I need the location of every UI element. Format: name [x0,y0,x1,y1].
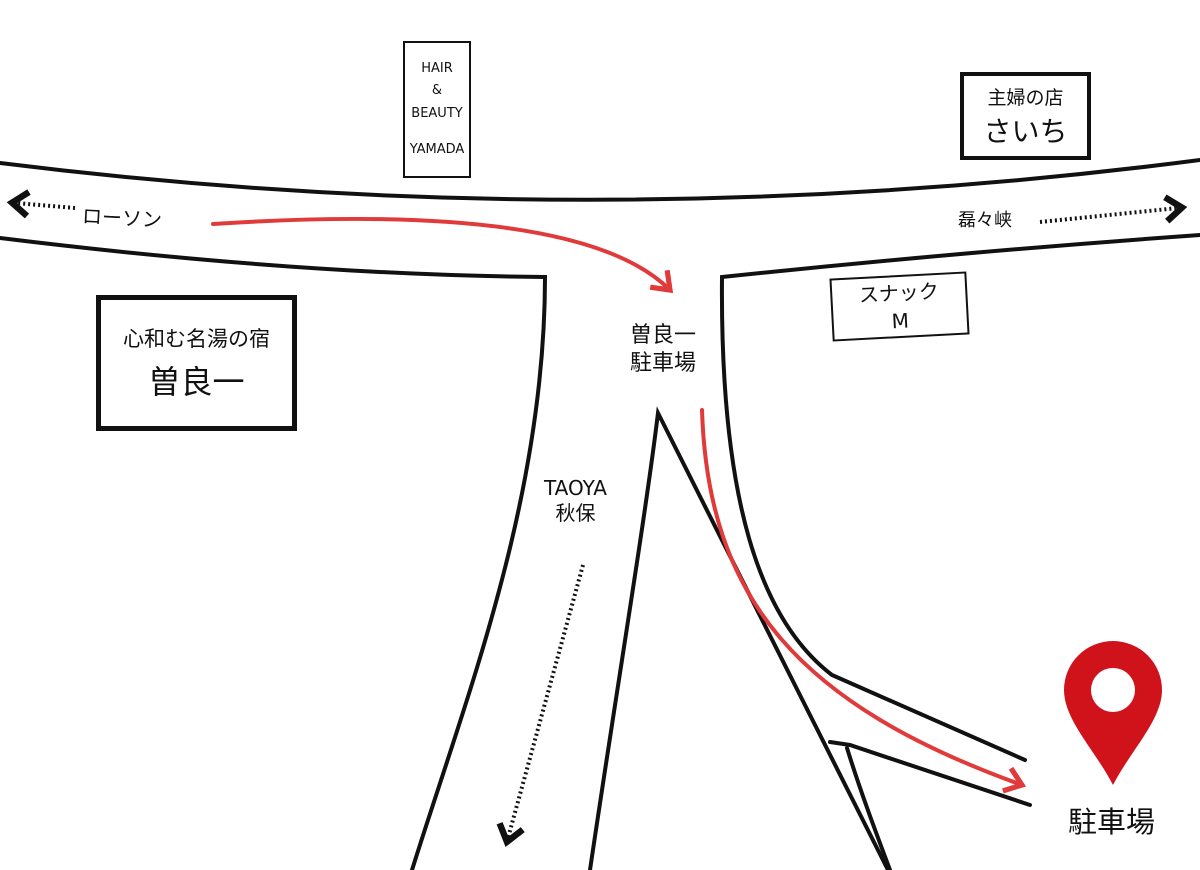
hair-salon-line1: HAIR [421,61,453,77]
saichi-subtitle: 主婦の店 [987,86,1064,109]
west-direction-arrow [6,189,76,219]
snack-line2: M [890,308,910,333]
route-line-to-junction [211,216,674,294]
junction-parking-label: 曽良一 駐車場 [630,322,696,377]
south-label-line2: 秋保 [555,501,596,525]
south-direction-label: TAOYA 秋保 [544,476,607,526]
east-direction-label: 磊々峡 [958,210,1012,231]
junction-parking-line1: 曽良一 [630,323,697,348]
saichi-name: さいち [983,114,1068,148]
junction-parking-line2: 駐車場 [630,350,697,376]
main-road-south-west-edge [0,236,548,870]
snack-bar-box: スナック M [829,271,970,342]
hair-salon-line2: & [431,83,443,99]
hair-salon-line3: BEAUTY [411,105,463,121]
map-pin-icon [1064,641,1162,785]
inn-box: 心和む名湯の宿 曽良一 [96,295,297,431]
fork-left-edge [588,406,890,870]
inn-subtitle: 心和む名湯の宿 [123,327,270,351]
main-road-north-edge [0,158,1200,202]
saichi-store-box: 主婦の店 さいち [960,72,1091,160]
west-direction-label: ローソン [81,203,163,233]
east-direction-arrow [1039,194,1188,224]
inn-name: 曽良一 [148,363,245,401]
snack-line1: スナック [858,278,940,307]
side-road-edge [828,740,1032,870]
destination-parking-label: 駐車場 [1068,805,1156,839]
hair-salon-line4: YAMADA [409,141,465,157]
south-direction-arrow [496,564,585,847]
hair-salon-box: HAIR & BEAUTY YAMADA [403,41,471,178]
route-line-to-parking [700,408,1027,794]
south-label-line1: TAOYA [544,476,607,500]
main-road-south-east-edge [719,233,1200,762]
